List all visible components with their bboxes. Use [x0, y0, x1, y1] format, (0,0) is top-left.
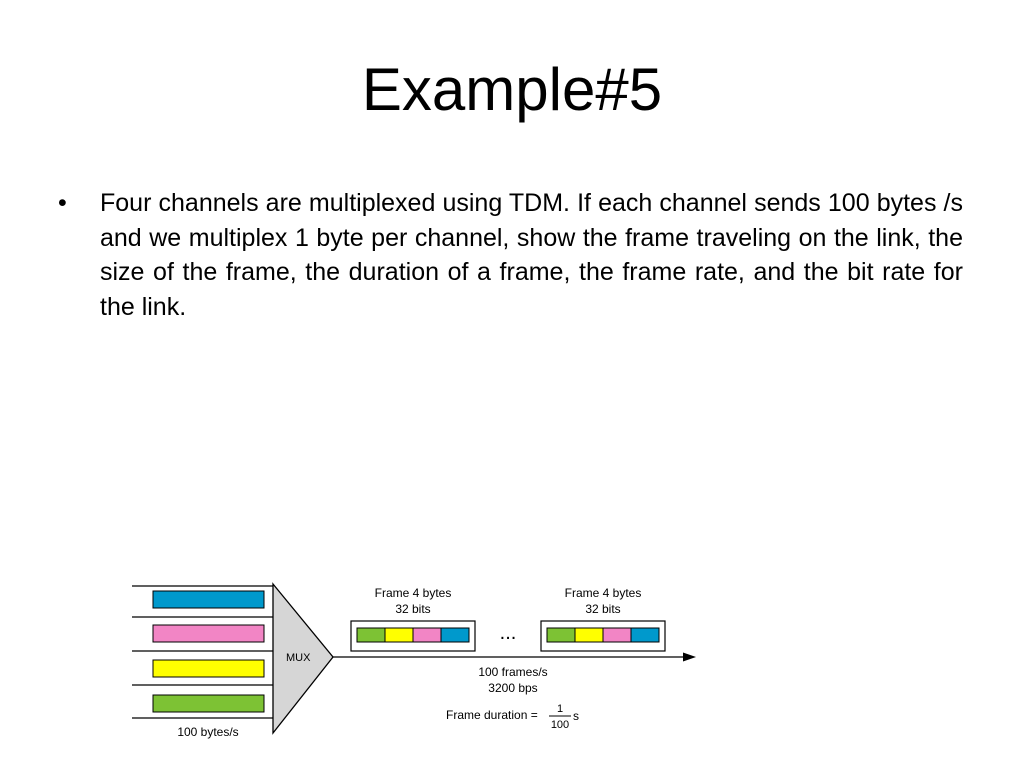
frame-1-slot-pink [412, 627, 442, 643]
mux-block [272, 582, 334, 735]
channel-bar-blue [152, 590, 265, 609]
frame-2-slot-green [546, 627, 576, 643]
input-rate-label: 100 bytes/s [177, 725, 238, 739]
channel-bar-yellow [152, 659, 265, 678]
frame-1-size-bits: 32 bits [395, 602, 430, 616]
frame-1-size-bytes: Frame 4 bytes [375, 586, 452, 600]
bullet-item: • Four channels are multiplexed using TD… [58, 186, 963, 324]
frame-duration-label: Frame duration = [446, 708, 538, 722]
arrow-head-icon [683, 652, 696, 662]
frame-1-slot-green [356, 627, 386, 643]
frame-2-size-bytes: Frame 4 bytes [565, 586, 642, 600]
tdm-diagram: MUX Frame 4 bytes 32 bits ... Frame 4 by… [132, 582, 696, 739]
frame-duration-unit: s [573, 709, 579, 723]
mux-label: MUX [286, 652, 311, 664]
bullet-text: Four channels are multiplexed using TDM.… [100, 189, 963, 321]
frame-2-size-bits: 32 bits [585, 602, 620, 616]
frame-2-slot-blue [630, 627, 660, 643]
ellipsis-label: ... [500, 622, 517, 644]
bit-rate-label: 3200 bps [488, 681, 537, 695]
frame-1-slot-blue [440, 627, 470, 643]
bullet-marker: • [58, 189, 67, 217]
frame-duration-denominator: 100 [551, 719, 569, 731]
frame-2-slot-yellow [574, 627, 604, 643]
frame-duration-numerator: 1 [557, 703, 563, 715]
channel-bar-pink [152, 624, 265, 643]
slide-title: Example#5 [361, 56, 663, 123]
frame-2-slot-pink [602, 627, 632, 643]
channel-bar-green [152, 694, 265, 713]
frame-rate-label: 100 frames/s [478, 665, 547, 679]
frame-1-slot-yellow [384, 627, 414, 643]
